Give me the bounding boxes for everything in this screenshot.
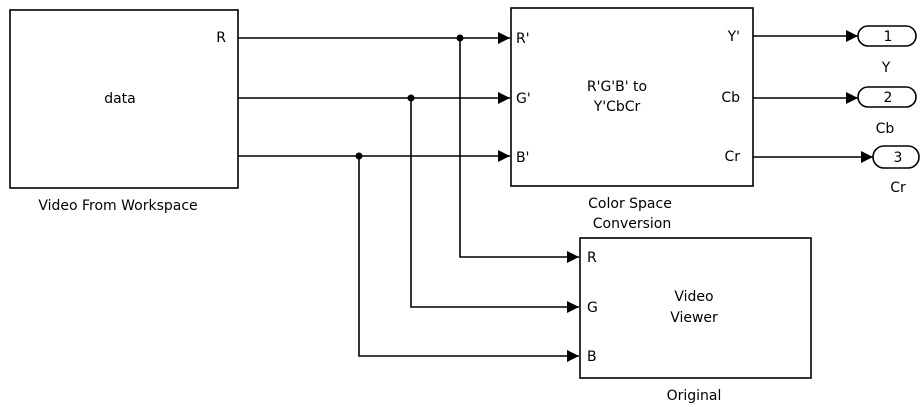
- outport-1-number: 1: [884, 29, 893, 45]
- color-space-conversion-block[interactable]: R'G'B' to Y'CbCr R' G' B' Y' Cb Cr: [510, 7, 754, 187]
- outport-3-label: Cr: [890, 180, 906, 196]
- converter-out-port-cb-label: Cb: [721, 90, 740, 106]
- outport-3-block[interactable]: 3: [872, 145, 920, 169]
- video-from-workspace-block[interactable]: data R: [9, 9, 239, 189]
- converter-title-line2: Y'CbCr: [593, 99, 641, 115]
- outport-3-number: 3: [894, 150, 903, 166]
- color-space-conversion-caption-line1: Color Space: [588, 196, 672, 212]
- converter-title-line1: R'G'B' to: [587, 79, 647, 95]
- converter-in-port-g-label: G': [516, 91, 531, 107]
- branch-r-to-viewer[interactable]: [456, 34, 580, 263]
- source-block-content-label: data: [104, 91, 136, 107]
- source-out-port-r-label: R: [216, 30, 226, 46]
- converter-in-port-b-label: B': [516, 150, 529, 166]
- viewer-title-line1: Video: [674, 289, 713, 305]
- viewer-title-line2: Viewer: [670, 310, 718, 326]
- outport-1-label: Y: [881, 60, 891, 76]
- branch-g-to-viewer[interactable]: [407, 94, 580, 313]
- outport-2-number: 2: [884, 90, 893, 106]
- viewer-in-port-r-label: R: [587, 250, 597, 266]
- viewer-in-port-b-label: B: [587, 349, 597, 365]
- converter-out-port-y-label: Y': [727, 29, 740, 45]
- converter-in-port-r-label: R': [516, 31, 530, 47]
- viewer-in-port-g-label: G: [587, 300, 598, 316]
- color-space-conversion-caption-line2: Conversion: [593, 216, 672, 232]
- branch-b-to-viewer[interactable]: [355, 152, 580, 362]
- video-viewer-block[interactable]: Video Viewer R G B: [579, 237, 812, 379]
- outport-1-block[interactable]: 1: [857, 25, 917, 47]
- outport-2-label: Cb: [876, 121, 895, 137]
- converter-out-port-cr-label: Cr: [724, 149, 740, 165]
- outport-2-block[interactable]: 2: [857, 86, 917, 108]
- video-from-workspace-caption: Video From Workspace: [38, 198, 197, 214]
- video-viewer-caption: Original: [667, 388, 722, 404]
